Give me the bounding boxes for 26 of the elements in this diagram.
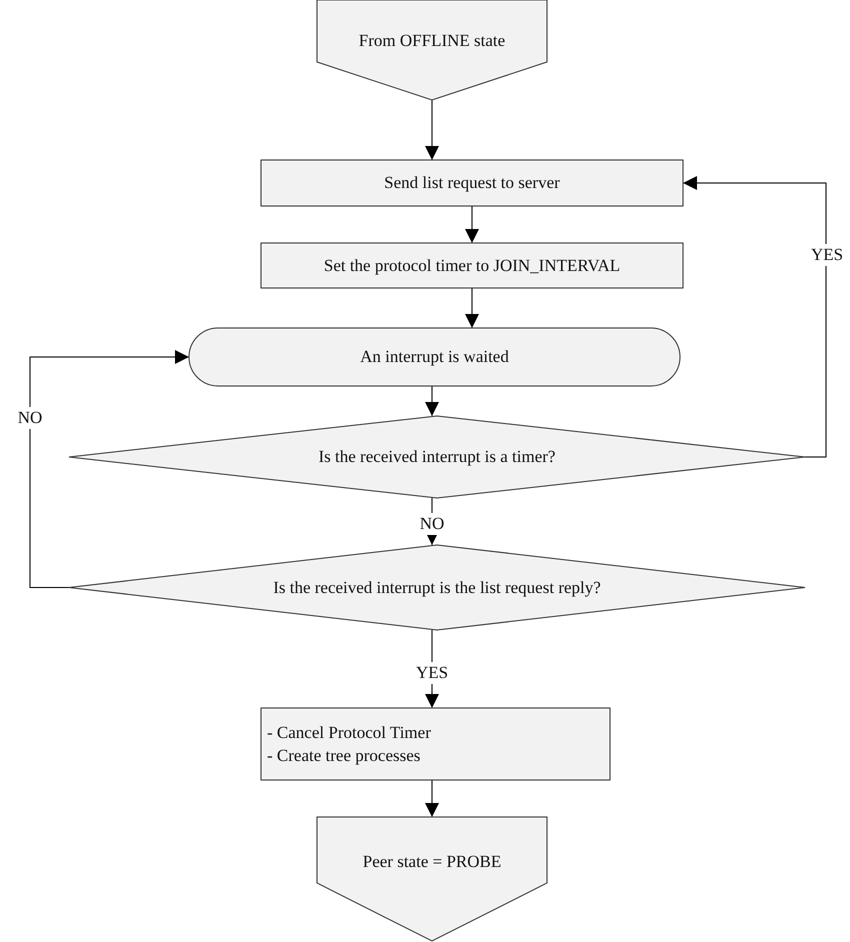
arrow [30,350,190,588]
node-text: From OFFLINE state [358,31,506,51]
arrow [465,206,479,244]
edge-label: NO [418,513,446,535]
arrow [682,176,826,458]
arrow [425,780,439,818]
node-text: - Cancel Protocol Timer [267,722,431,742]
process-box [261,708,610,780]
node-text: Send list request to server [384,173,560,193]
edge-label: NO [16,407,44,429]
arrow [465,288,479,328]
node-text: Set the protocol timer to JOIN_INTERVAL [324,256,620,276]
node-text: Is the received interrupt is a timer? [318,447,556,467]
arrow [425,100,439,160]
off-page-connector [317,817,547,941]
terminal-shape [189,328,680,386]
node-text: An interrupt is waited [360,347,509,367]
arrow [425,386,439,416]
process-box [261,243,683,288]
off-page-connector [317,0,547,100]
decision-diamond [69,545,805,630]
node-text: - Create tree processes [267,746,420,766]
node-text: Is the received interrupt is the list request reply? [273,578,601,598]
decision-diamond [69,416,805,498]
process-box [261,160,683,206]
node-text: Peer state = PROBE [362,852,502,872]
